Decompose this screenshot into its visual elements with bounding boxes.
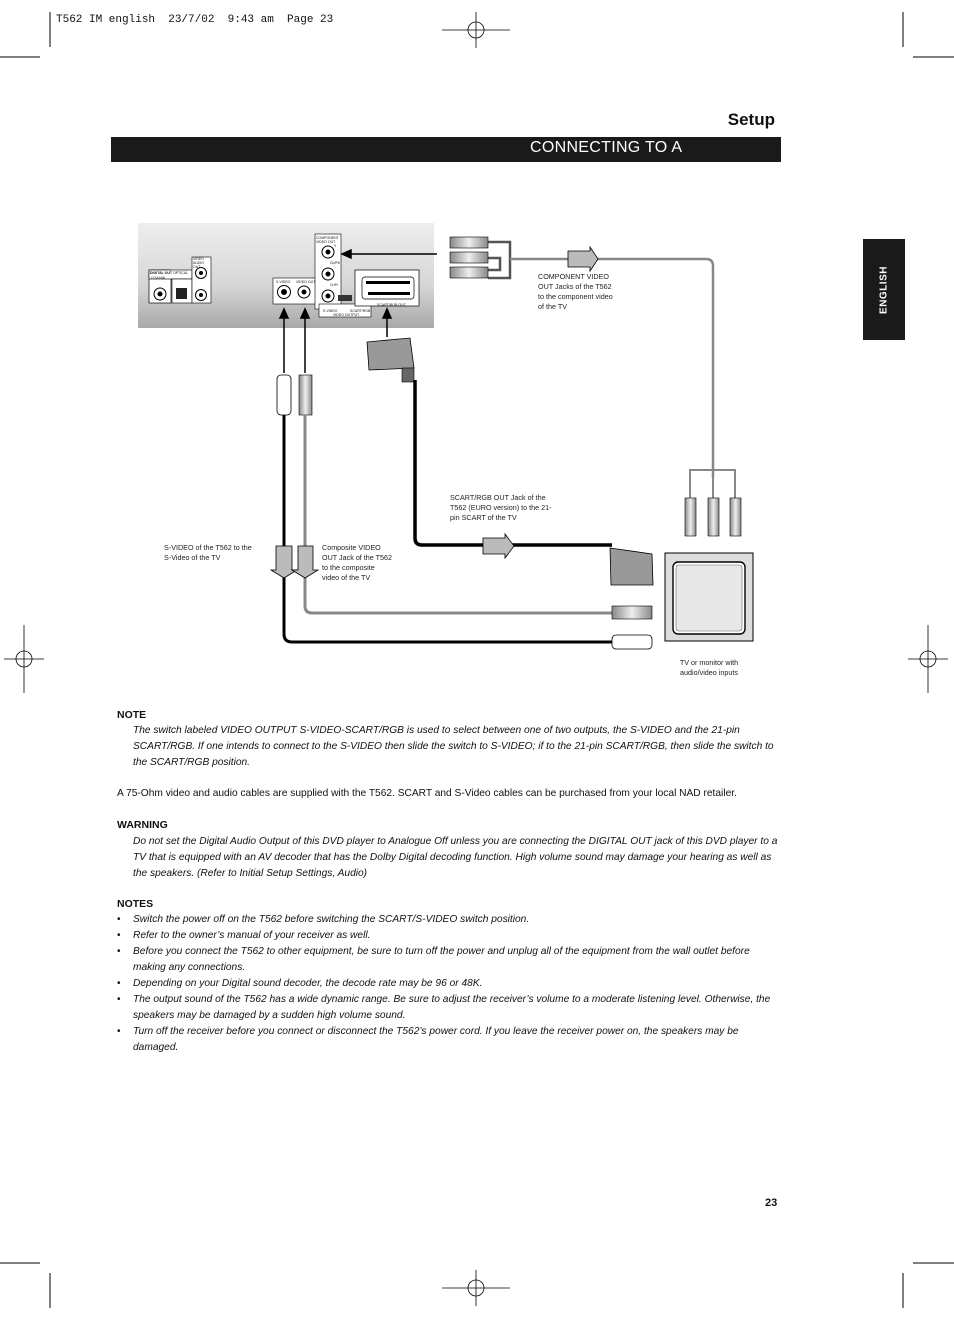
component-video-out-label: COMPONENT VIDEO OUT	[316, 236, 339, 244]
crop-marks	[0, 12, 954, 1308]
s-video-panel-label: S-VIDEO	[276, 280, 291, 284]
language-tab: ENGLISH	[863, 239, 905, 340]
composite-caption: Composite VIDEO OUT Jack of the T562 to …	[322, 543, 393, 582]
registration-marks	[4, 12, 948, 1306]
banner-title: CONNECTING TO A	[530, 139, 683, 156]
video-out-panel-label: VIDEO OUT	[296, 280, 316, 284]
svideo-caption: S-VIDEO of the T562 to the S-Video of th…	[164, 543, 252, 562]
switch-svideo-label: S-VIDEO	[323, 309, 338, 313]
digital-out-label: DIGITAL OUT	[150, 271, 173, 275]
notes-heading: NOTES	[117, 898, 154, 910]
scart-caption: SCART/RGB OUT Jack of the T562 (EURO ver…	[450, 493, 552, 522]
panel-arrows	[278, 248, 437, 373]
scart-cable	[366, 337, 654, 586]
optical-label: OPTICAL	[173, 271, 188, 275]
scart-rgb-out-label: SCART/RGB OUT	[377, 303, 406, 307]
note-text: The switch labeled VIDEO OUTPUT S-VIDEO-…	[133, 725, 774, 768]
print-slug: T562 IM english 23/7/02 9:43 am Page 23	[56, 14, 334, 26]
coaxial-label: COAXIAL	[151, 276, 167, 280]
list-item: •Turn off the receiver before you connec…	[117, 1026, 739, 1053]
cables-text: A 75-Ohm video and audio cables are supp…	[117, 788, 737, 799]
tv-caption: TV or monitor with audio/video inputs	[679, 658, 739, 677]
note-heading: NOTE	[117, 709, 147, 721]
composite-cable	[290, 374, 653, 620]
component-cable	[449, 236, 742, 537]
cr-label: Cr/Pr	[330, 283, 339, 287]
list-item: •Before you connect the T562 to other eq…	[117, 946, 750, 973]
warning-heading: WARNING	[117, 819, 168, 831]
cb-label: Cb/Pb	[330, 261, 340, 265]
section-title: Setup	[727, 110, 775, 129]
svideo-cable	[269, 374, 653, 650]
list-item: •Switch the power off on the T562 before…	[117, 914, 530, 925]
language-tab-label: ENGLISH	[878, 265, 890, 314]
warning-text: Do not set the Digital Audio Output of t…	[133, 836, 778, 879]
notes-list: •Switch the power off on the T562 before…	[117, 912, 781, 1056]
page-number: 23	[765, 1197, 778, 1209]
list-item: •Refer to the owner’s manual of your rec…	[117, 930, 371, 941]
dvd-rear-panel	[138, 223, 434, 328]
y-label: Y	[334, 244, 337, 248]
switch-scart-label: SCART/RGB	[350, 309, 371, 313]
component-caption: COMPONENT VIDEO OUT Jacks of the T562 to…	[538, 272, 613, 311]
video-output-label: VIDEO OUTPUT	[333, 313, 360, 317]
tv-monitor	[664, 552, 754, 642]
section-banner: CONNECTING TO A	[111, 137, 781, 162]
list-item: •The output sound of the T562 has a wide…	[117, 994, 771, 1021]
list-item: •Depending on your Digital sound decoder…	[117, 978, 483, 989]
video-audio-out-label: VIDEO AUDIO OUT	[193, 257, 205, 269]
